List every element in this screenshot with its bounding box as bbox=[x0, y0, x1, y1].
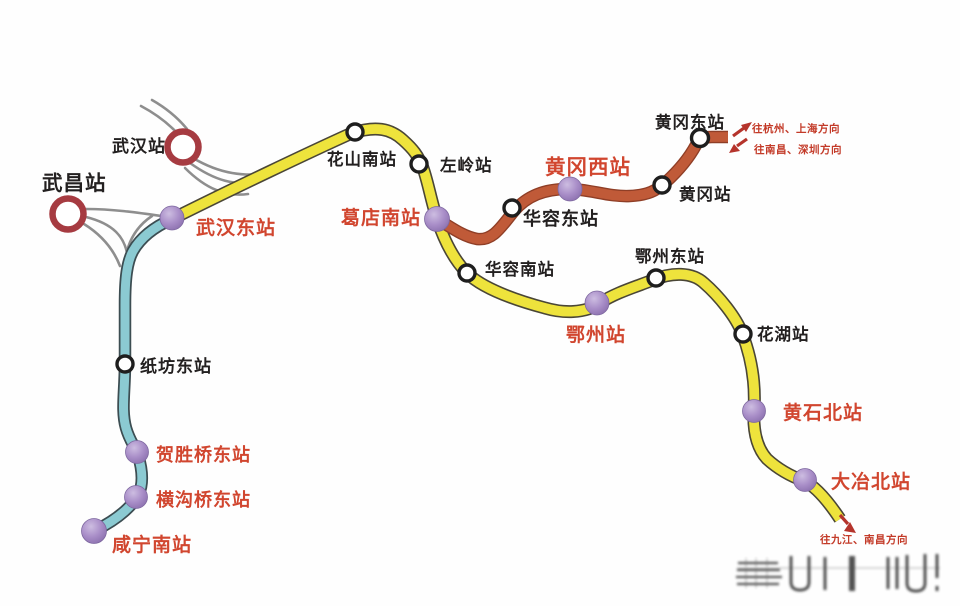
station-label-wuchang: 武昌站 bbox=[42, 171, 107, 195]
station-dot-xianningnan bbox=[81, 518, 107, 544]
station-label-huanggangxi: 黄冈西站 bbox=[545, 155, 631, 179]
arrow-jiujiang-nanchang bbox=[838, 513, 856, 533]
station-label-henggouqiaodong: 横沟桥东站 bbox=[156, 489, 251, 511]
arrow-shaft bbox=[736, 137, 748, 148]
station-dot-gediannan bbox=[424, 206, 450, 232]
station-label-huahu: 花湖站 bbox=[757, 324, 810, 344]
gray-line-wuhan-nw-2 bbox=[150, 98, 189, 131]
watermark-stroke bbox=[789, 556, 811, 592]
station-circle-ezhoudong bbox=[646, 268, 666, 288]
minor-stations bbox=[115, 122, 753, 374]
gray-line-wuchang-east bbox=[84, 207, 170, 219]
station-label-ezhou: 鄂州站 bbox=[566, 323, 626, 346]
station-dot-ezhou bbox=[584, 290, 610, 316]
direction-label-hangzhou-shanghai: 往杭州、上海方向 bbox=[752, 122, 840, 135]
conventional-rail-lines bbox=[82, 98, 274, 268]
main-hsr-line bbox=[169, 124, 845, 522]
gray-line-wuchang-curve-1 bbox=[84, 215, 130, 266]
station-dot-henggouqiaodong bbox=[124, 485, 148, 509]
station-dot-huangshibei bbox=[742, 399, 766, 423]
station-circle-huanggang bbox=[652, 175, 672, 195]
station-ring-wuchang bbox=[49, 195, 87, 233]
station-label-huangshibei: 黄石北站 bbox=[783, 401, 863, 424]
direction-labels: 往杭州、上海方向 往南昌、深圳方向 往九江、南昌方向 bbox=[752, 122, 908, 546]
station-label-heshengqiaodong: 贺胜桥东站 bbox=[155, 444, 251, 466]
station-circle-zuoling bbox=[409, 154, 429, 174]
station-label-ezhoudong: 鄂州东站 bbox=[635, 246, 705, 266]
station-dot-heshengqiaodong bbox=[125, 440, 149, 464]
arrow-head bbox=[741, 122, 752, 132]
station-ring-wuhan bbox=[164, 128, 202, 166]
station-label-huanggang: 黄冈站 bbox=[679, 184, 732, 204]
arrow-shaft bbox=[732, 126, 745, 138]
arrow-nanchang-shenzhen bbox=[729, 137, 748, 153]
station-label-wuhan: 武汉站 bbox=[112, 136, 166, 157]
station-circle-zhifangdong bbox=[115, 354, 135, 374]
station-label-zuoling: 左岭站 bbox=[440, 155, 493, 175]
station-circle-huarongdong bbox=[502, 198, 522, 218]
arrow-hangzhou-shanghai bbox=[732, 122, 752, 138]
station-label-huarongnan: 华容南站 bbox=[485, 259, 555, 279]
station-circle-huarongnan bbox=[457, 263, 477, 283]
station-label-huanggangdong: 黄冈东站 bbox=[655, 112, 725, 132]
arrow-head bbox=[844, 522, 856, 533]
station-circle-huashannan bbox=[345, 122, 365, 142]
station-label-dayebei: 大冶北站 bbox=[831, 470, 911, 493]
arrow-head bbox=[729, 144, 740, 153]
station-label-zhifangdong: 纸坊东站 bbox=[140, 356, 212, 377]
direction-label-jiujiang-nanchang: 往九江、南昌方向 bbox=[820, 533, 908, 546]
station-circle-huanggangdong bbox=[689, 127, 711, 149]
direction-label-nanchang-shenzhen: 往南昌、深圳方向 bbox=[754, 143, 842, 156]
hub-stations bbox=[81, 176, 817, 544]
station-dot-dayebei bbox=[793, 468, 817, 492]
station-label-huarongdong: 华容东站 bbox=[523, 208, 599, 230]
direction-arrows bbox=[729, 122, 856, 533]
station-labels: 武汉站 武昌站 武汉东站 花山南站 左岭站 葛店南站 华容东站 黄冈西站 黄冈站… bbox=[42, 112, 911, 556]
station-label-gediannan: 葛店南站 bbox=[340, 206, 421, 229]
gray-line-wuchang-curve-2 bbox=[82, 222, 122, 268]
station-label-huashannan: 花山南站 bbox=[327, 149, 397, 169]
watermark-stroke bbox=[905, 554, 927, 593]
arrow-shaft bbox=[838, 513, 850, 526]
station-circle-huahu bbox=[733, 324, 753, 344]
station-dot-huanggangxi bbox=[557, 176, 583, 202]
station-label-wuhandong: 武汉东站 bbox=[196, 216, 276, 239]
station-label-xianningnan: 咸宁南站 bbox=[112, 533, 192, 556]
watermark bbox=[736, 554, 940, 593]
gray-line-wuhan-nw-1 bbox=[139, 104, 180, 136]
station-dot-wuhandong bbox=[159, 205, 185, 231]
gray-line-wuhan-se-3 bbox=[183, 166, 250, 196]
